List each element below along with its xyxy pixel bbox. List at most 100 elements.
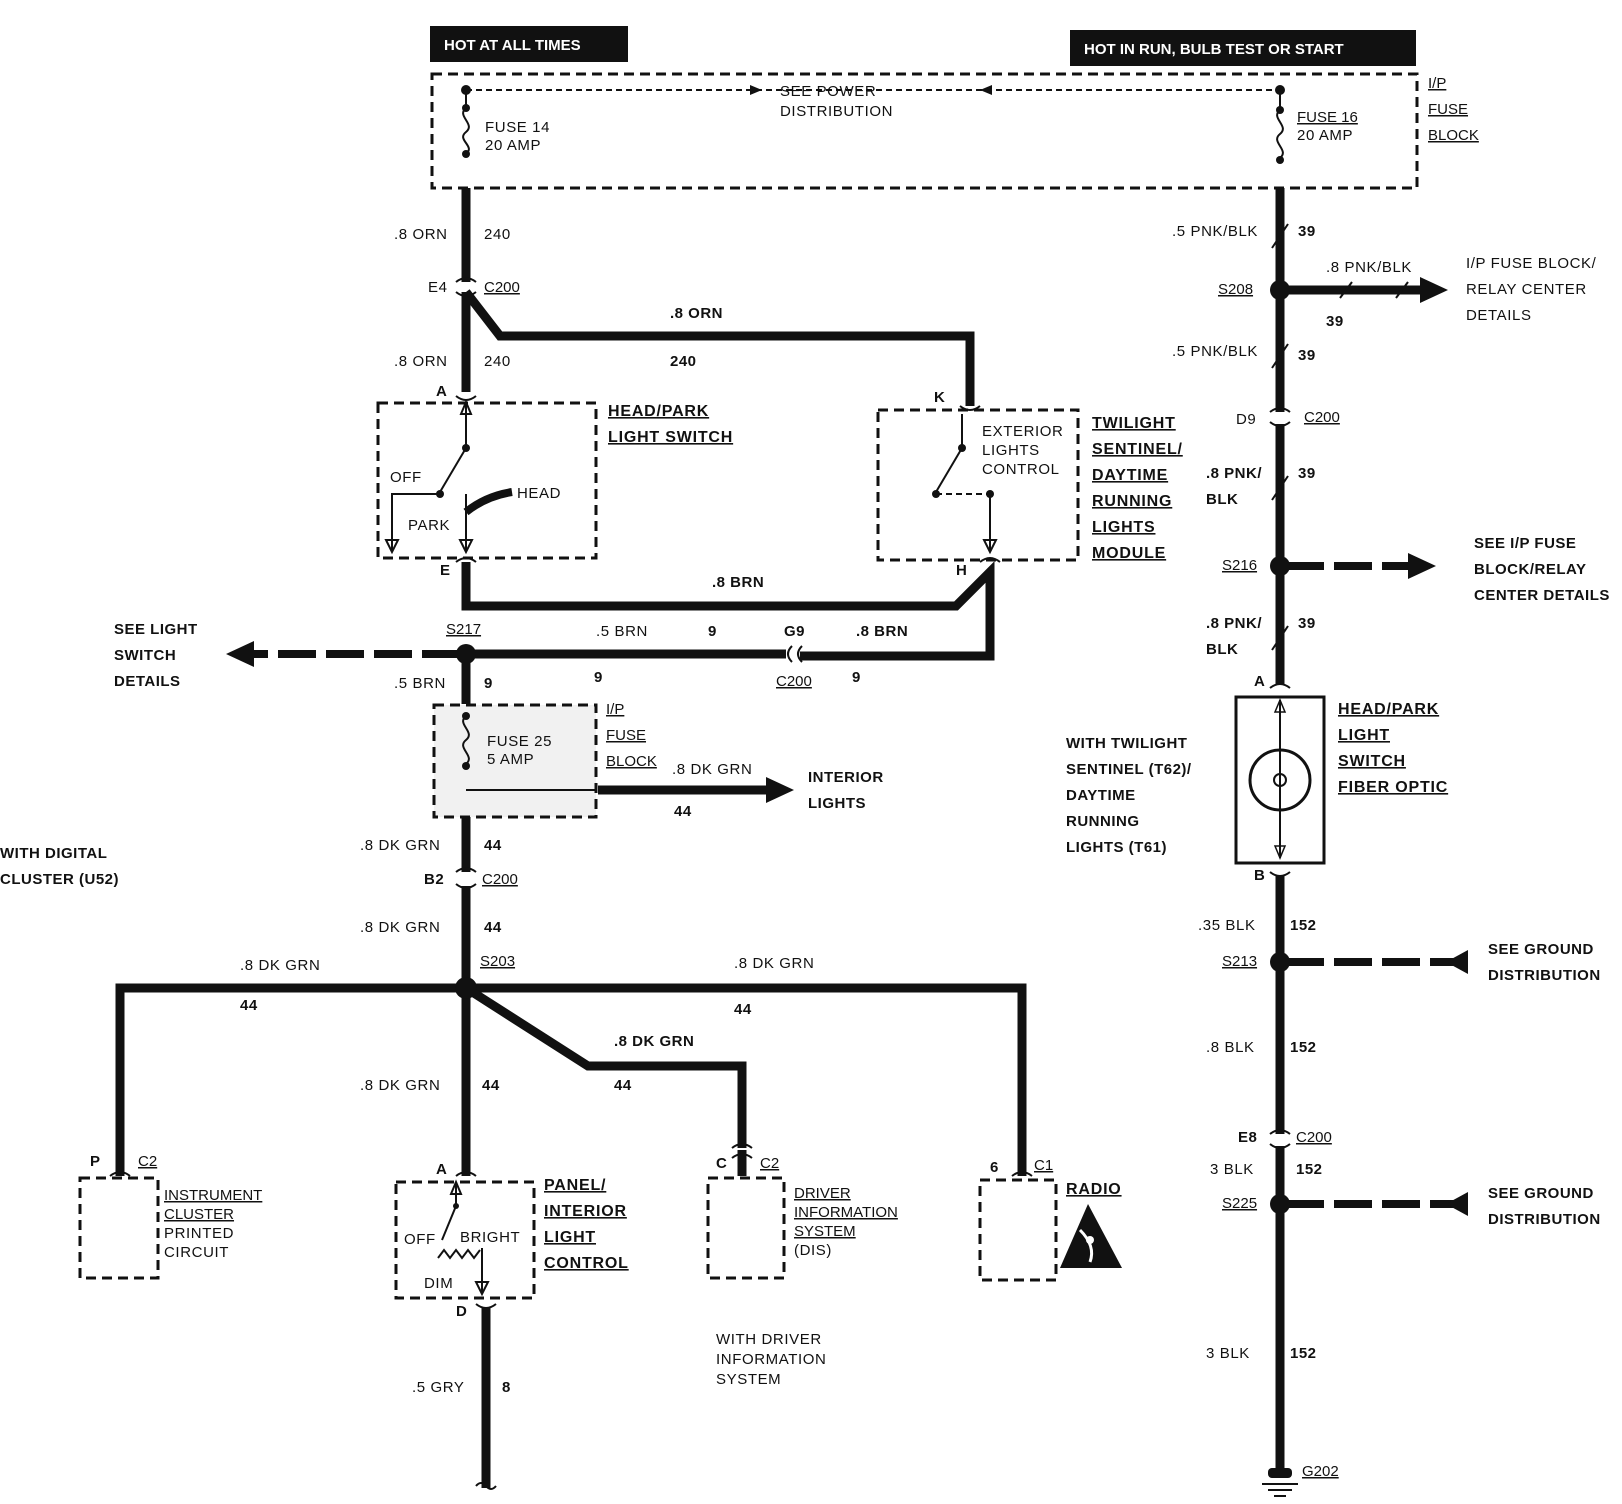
svg-text:WITH DIGITAL: WITH DIGITAL — [0, 845, 107, 862]
header-hot-at-all-times: HOT AT ALL TIMES — [430, 26, 628, 62]
svg-text:152: 152 — [1290, 917, 1317, 934]
svg-text:K: K — [934, 389, 945, 406]
svg-text:DETAILS: DETAILS — [1466, 307, 1532, 324]
svg-text:E8: E8 — [1238, 1129, 1257, 1146]
svg-text:FIBER OPTIC: FIBER OPTIC — [1338, 779, 1448, 796]
fiber-optic-switch: HEAD/PARK LIGHT SWITCH FIBER OPTIC — [1234, 695, 1448, 865]
svg-text:RUNNING: RUNNING — [1066, 813, 1140, 830]
ip-fuse-block-top: SEE POWER DISTRIBUTION I/P FUSE BLOCK — [430, 72, 1479, 190]
esd-warning-icon — [1060, 1204, 1122, 1268]
svg-text:152: 152 — [1290, 1039, 1317, 1056]
svg-text:39: 39 — [1298, 615, 1316, 632]
svg-text:SWITCH: SWITCH — [1338, 753, 1406, 770]
svg-text:A: A — [436, 383, 447, 400]
svg-text:.8 DK GRN: .8 DK GRN — [734, 955, 814, 972]
svg-text:HEAD/PARK: HEAD/PARK — [1338, 701, 1439, 718]
svg-text:HEAD: HEAD — [517, 485, 561, 502]
wire-152-middle: .8 BLK 152 E8 C200 3 BLK 152 — [1206, 962, 1332, 1204]
svg-text:SEE POWER: SEE POWER — [780, 83, 876, 100]
svg-text:C200: C200 — [482, 871, 518, 888]
splice-s216: S216 SEE I/P FUSE BLOCK/RELAY CENTER DET… — [1222, 535, 1610, 604]
svg-text:PANEL/: PANEL/ — [544, 1177, 606, 1194]
svg-text:39: 39 — [1298, 347, 1316, 364]
svg-text:(DIS): (DIS) — [794, 1242, 832, 1259]
svg-text:LIGHT: LIGHT — [544, 1229, 596, 1246]
svg-text:CONTROL: CONTROL — [544, 1255, 629, 1272]
wire-39-lower: .8 PNK/ BLK 39 A — [1206, 566, 1316, 690]
svg-text:9: 9 — [708, 623, 717, 640]
svg-text:RUNNING: RUNNING — [1092, 493, 1172, 510]
svg-text:8: 8 — [502, 1379, 511, 1396]
header-hot-in-run: HOT IN RUN, BULB TEST OR START — [1070, 30, 1416, 66]
svg-text:CLUSTER: CLUSTER — [164, 1206, 234, 1223]
svg-text:.8 DK GRN: .8 DK GRN — [360, 837, 440, 854]
svg-text:DIM: DIM — [424, 1275, 453, 1292]
svg-text:S216: S216 — [1222, 557, 1257, 574]
svg-text:CENTER DETAILS: CENTER DETAILS — [1474, 587, 1610, 604]
svg-text:I/P FUSE BLOCK/: I/P FUSE BLOCK/ — [1466, 255, 1597, 272]
svg-text:C2: C2 — [760, 1155, 779, 1172]
wire-44-to-s203: .8 DK GRN 44 B2 C200 .8 DK GRN 44 — [360, 817, 518, 990]
svg-text:39: 39 — [1298, 223, 1316, 240]
svg-text:44: 44 — [484, 919, 502, 936]
svg-text:OFF: OFF — [390, 469, 422, 486]
svg-text:20 AMP: 20 AMP — [1297, 127, 1353, 144]
svg-text:INFORMATION: INFORMATION — [716, 1351, 826, 1368]
svg-text:FUSE: FUSE — [606, 727, 646, 744]
svg-text:.8 DK GRN: .8 DK GRN — [360, 1077, 440, 1094]
svg-text:C200: C200 — [484, 279, 520, 296]
svg-text:.8 BRN: .8 BRN — [712, 574, 764, 591]
svg-text:.8 DK GRN: .8 DK GRN — [672, 761, 752, 778]
svg-text:P: P — [90, 1153, 101, 1170]
with-twilight-note: WITH TWILIGHT SENTINEL (T62)/ DAYTIME RU… — [1066, 735, 1191, 856]
svg-text:BLK: BLK — [1206, 491, 1238, 508]
svg-text:C200: C200 — [1296, 1129, 1332, 1146]
svg-text:SENTINEL/: SENTINEL/ — [1092, 441, 1183, 458]
svg-text:DAYTIME: DAYTIME — [1066, 787, 1136, 804]
svg-text:S225: S225 — [1222, 1195, 1257, 1212]
svg-text:39: 39 — [1298, 465, 1316, 482]
svg-text:PRINTED: PRINTED — [164, 1225, 234, 1242]
svg-text:RELAY CENTER: RELAY CENTER — [1466, 281, 1587, 298]
svg-text:.5 GRY: .5 GRY — [412, 1379, 465, 1396]
svg-text:.35 BLK: .35 BLK — [1198, 917, 1256, 934]
svg-text:44: 44 — [674, 803, 692, 820]
svg-text:I/P: I/P — [606, 701, 624, 718]
wire-39-upper: .5 PNK/BLK 39 — [1172, 188, 1316, 290]
svg-text:A: A — [1254, 673, 1265, 690]
ground-g202-icon: G202 — [1262, 1463, 1339, 1497]
svg-text:.8 ORN: .8 ORN — [394, 353, 448, 370]
svg-text:MODULE: MODULE — [1092, 545, 1166, 562]
svg-text:CLUSTER (U52): CLUSTER (U52) — [0, 871, 119, 888]
svg-text:BLK: BLK — [1206, 641, 1238, 658]
svg-text:3 BLK: 3 BLK — [1210, 1161, 1254, 1178]
instrument-cluster: P C2 INSTRUMENT CLUSTER PRINTED CIRCUIT — [78, 1153, 262, 1280]
svg-text:PARK: PARK — [408, 517, 450, 534]
wire-240-to-twilight: .8 ORN 240 — [462, 289, 975, 406]
wire-gry-8: D .5 GRY 8 — [412, 1303, 511, 1490]
splice-s208: S208 .8 PNK/BLK 39 I/P FUSE BLOCK/ RELAY… — [1218, 255, 1597, 330]
wire-152-lower: 3 BLK 152 — [1206, 1204, 1317, 1470]
svg-text:INFORMATION: INFORMATION — [794, 1204, 898, 1221]
svg-text:.5 PNK/BLK: .5 PNK/BLK — [1172, 223, 1258, 240]
svg-text:240: 240 — [670, 353, 697, 370]
svg-text:LIGHTS (T61): LIGHTS (T61) — [1066, 839, 1167, 856]
svg-text:SEE GROUND: SEE GROUND — [1488, 941, 1594, 958]
twilight-sentinel-module: K EXTERIOR LIGHTS CONTROL TWILIGHT SENTI… — [876, 389, 1183, 562]
svg-text:.5 BRN: .5 BRN — [394, 675, 446, 692]
svg-text:DETAILS: DETAILS — [114, 673, 181, 690]
svg-text:E: E — [440, 562, 451, 579]
svg-text:DISTRIBUTION: DISTRIBUTION — [780, 103, 893, 120]
splice-s213: S213 SEE GROUND DISTRIBUTION — [1222, 941, 1600, 984]
splice-s217: S217 .5 BRN 9 G9 .8 BRN .5 BRN 9 9 C200 … — [394, 621, 908, 692]
svg-text:S217: S217 — [446, 621, 481, 638]
svg-text:LIGHTS: LIGHTS — [1092, 519, 1155, 536]
svg-text:152: 152 — [1290, 1345, 1317, 1362]
svg-text:C1: C1 — [1034, 1157, 1053, 1174]
svg-text:A: A — [436, 1161, 447, 1178]
svg-text:.8 PNK/BLK: .8 PNK/BLK — [1326, 259, 1412, 276]
svg-text:WITH DRIVER: WITH DRIVER — [716, 1331, 822, 1348]
svg-text:DRIVER: DRIVER — [794, 1185, 851, 1202]
svg-text:DISTRIBUTION: DISTRIBUTION — [1488, 1211, 1601, 1228]
svg-text:3 BLK: 3 BLK — [1206, 1345, 1250, 1362]
